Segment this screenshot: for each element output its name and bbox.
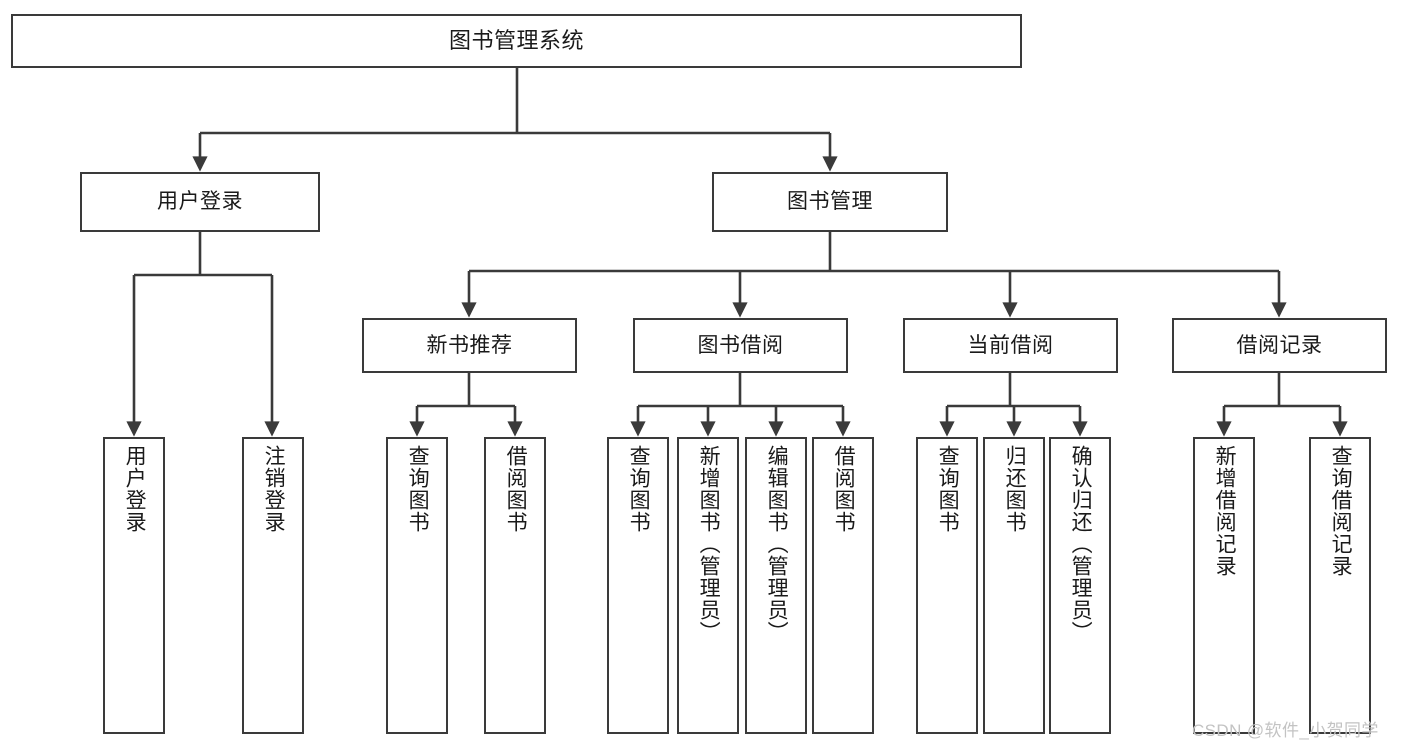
- node-current-borrow[interactable]: 当前借阅: [903, 318, 1118, 373]
- node-borrow-record[interactable]: 借阅记录: [1172, 318, 1387, 373]
- leaf-logout-label: 注销登录: [262, 445, 286, 533]
- leaf-query-book-borrow-label: 查询图书: [627, 445, 651, 533]
- leaf-user-login-label: 用户登录: [123, 445, 147, 533]
- leaf-logout[interactable]: 注销登录: [242, 437, 304, 734]
- leaf-borrow-book-recommend[interactable]: 借阅图书: [484, 437, 546, 734]
- leaf-query-book-current-label: 查询图书: [936, 445, 960, 533]
- leaf-user-login[interactable]: 用户登录: [103, 437, 165, 734]
- node-book-manage-label: 图书管理: [787, 190, 873, 214]
- node-new-book-recommend[interactable]: 新书推荐: [362, 318, 577, 373]
- leaf-edit-book[interactable]: 编辑图书（管理员）: [745, 437, 807, 734]
- leaf-query-book-recommend-label: 查询图书: [406, 445, 430, 533]
- node-user-login[interactable]: 用户登录: [80, 172, 320, 232]
- leaf-return-book-label: 归还图书: [1003, 445, 1027, 533]
- leaf-add-book-label: 新增图书（管理员）: [697, 445, 721, 643]
- leaf-edit-book-label: 编辑图书（管理员）: [765, 445, 789, 643]
- leaf-query-borrow-record-label: 查询借阅记录: [1329, 445, 1353, 577]
- leaf-borrow-book-label: 借阅图书: [832, 445, 856, 533]
- node-root-label: 图书管理系统: [448, 27, 584, 53]
- leaf-confirm-return-label: 确认归还（管理员）: [1069, 445, 1093, 643]
- leaf-add-borrow-record-label: 新增借阅记录: [1213, 445, 1237, 577]
- leaf-borrow-book[interactable]: 借阅图书: [812, 437, 874, 734]
- leaf-query-borrow-record[interactable]: 查询借阅记录: [1309, 437, 1371, 734]
- leaf-add-book[interactable]: 新增图书（管理员）: [677, 437, 739, 734]
- leaf-confirm-return[interactable]: 确认归还（管理员）: [1049, 437, 1111, 734]
- leaf-query-book-borrow[interactable]: 查询图书: [607, 437, 669, 734]
- node-root[interactable]: 图书管理系统: [11, 14, 1022, 68]
- node-borrow-record-label: 借阅记录: [1236, 333, 1323, 357]
- leaf-add-borrow-record[interactable]: 新增借阅记录: [1193, 437, 1255, 734]
- node-new-book-recommend-label: 新书推荐: [426, 333, 513, 357]
- csdn-watermark: CSDN @软件_小贺同学: [1192, 721, 1379, 740]
- leaf-query-book-current[interactable]: 查询图书: [916, 437, 978, 734]
- node-book-borrow[interactable]: 图书借阅: [633, 318, 848, 373]
- node-book-manage[interactable]: 图书管理: [712, 172, 948, 232]
- leaf-query-book-recommend[interactable]: 查询图书: [386, 437, 448, 734]
- leaf-return-book[interactable]: 归还图书: [983, 437, 1045, 734]
- leaf-borrow-book-recommend-label: 借阅图书: [504, 445, 528, 533]
- node-user-login-label: 用户登录: [157, 190, 243, 214]
- node-current-borrow-label: 当前借阅: [967, 333, 1054, 357]
- node-book-borrow-label: 图书借阅: [697, 333, 784, 357]
